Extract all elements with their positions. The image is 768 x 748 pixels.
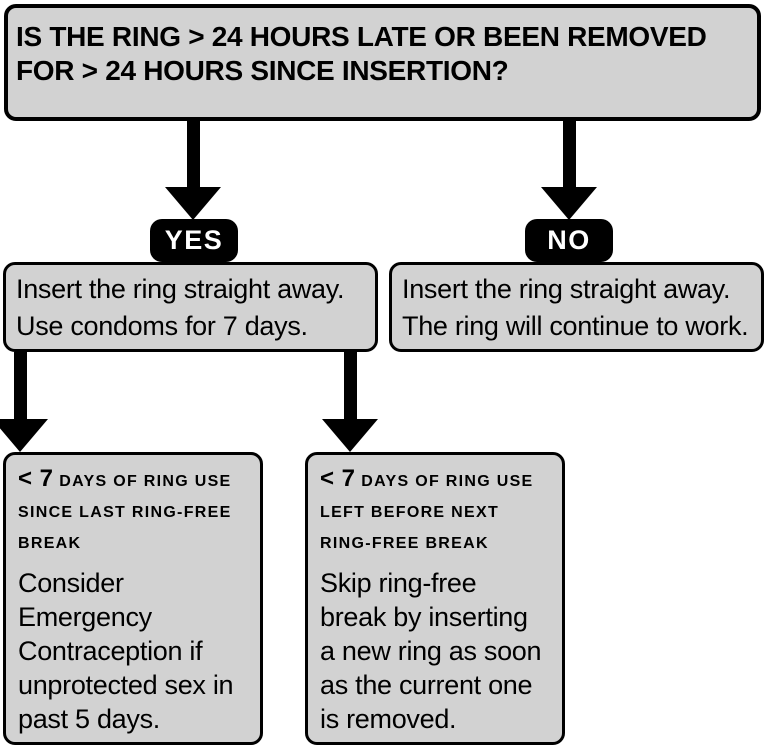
outcome-right-header-line-1: < 7 DAYS OF RING USE	[320, 465, 534, 492]
emergency-contraception-box: < 7 DAYS OF RING USE SINCE LAST RING-FRE…	[3, 452, 263, 745]
no-badge: NO	[525, 219, 613, 262]
yes-action-line-1: Insert the ring straight away.	[16, 274, 345, 304]
arrow-stem	[562, 121, 576, 187]
skip-ring-free-break-box: < 7 DAYS OF RING USE LEFT BEFORE NEXT RI…	[305, 452, 565, 745]
arrow-down-icon	[541, 187, 597, 220]
yes-badge: YES	[150, 219, 238, 262]
question-line-1: IS THE RING > 24 HOURS LATE OR BEEN REMO…	[16, 21, 707, 52]
outcome-left-header: < 7 DAYS OF RING USE SINCE LAST RING-FRE…	[18, 463, 248, 559]
outcome-left-arrow	[0, 352, 48, 452]
outcome-right-arrow	[322, 352, 378, 452]
yes-action-box: Insert the ring straight away. Use condo…	[3, 262, 378, 352]
outcome-left-header-line-2: SINCE LAST RING-FREE	[18, 504, 232, 521]
no-action-box: Insert the ring straight away. The ring …	[389, 262, 764, 352]
outcome-right-body: Skip ring-free break by inserting a new …	[320, 568, 542, 734]
arrow-stem	[343, 352, 357, 419]
yes-action-line-2: Use condoms for 7 days.	[16, 311, 308, 341]
outcome-right-header-line-3: RING-FREE BREAK	[320, 535, 489, 552]
outcome-left-body: Consider Emergency Contraception if unpr…	[18, 568, 234, 734]
outcome-right-header: < 7 DAYS OF RING USE LEFT BEFORE NEXT RI…	[320, 463, 550, 559]
outcome-left-header-line-1: < 7 DAYS OF RING USE	[18, 465, 232, 492]
outcome-right-header-line-2: LEFT BEFORE NEXT	[320, 504, 500, 521]
no-action-line-2: The ring will continue to work.	[402, 311, 749, 341]
arrow-down-icon	[165, 187, 221, 220]
arrow-down-icon	[0, 419, 48, 452]
arrow-down-icon	[322, 419, 378, 452]
yes-branch-arrow	[165, 121, 221, 220]
outcome-left-header-line-3: BREAK	[18, 535, 82, 552]
no-action-line-1: Insert the ring straight away.	[402, 274, 731, 304]
arrow-stem	[186, 121, 200, 187]
question-line-2: FOR > 24 HOURS SINCE INSERTION?	[16, 55, 509, 86]
no-branch-arrow	[541, 121, 597, 220]
arrow-stem	[13, 352, 27, 419]
question-box: IS THE RING > 24 HOURS LATE OR BEEN REMO…	[4, 4, 761, 121]
